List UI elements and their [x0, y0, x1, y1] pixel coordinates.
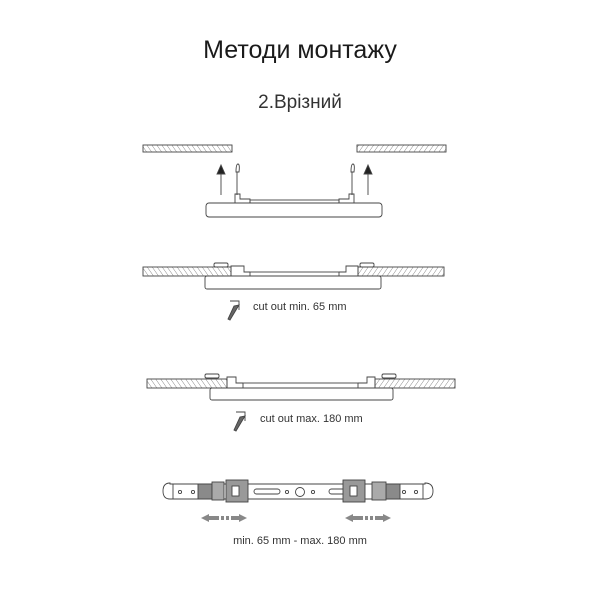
clip-base-right [338, 193, 355, 203]
double-arrow-icon [201, 514, 247, 522]
ceiling-right [356, 144, 447, 153]
cutout-max-label: cut out max. 180 mm [260, 413, 363, 425]
cutter-icon [227, 300, 240, 321]
step-1-diagram [142, 144, 447, 218]
adjustable-bracket [162, 479, 434, 503]
range-label: min. 65 mm - max. 180 mm [233, 535, 367, 547]
arrow-up-icon [363, 163, 373, 195]
clip-base-left [234, 193, 251, 203]
cutter-icon [233, 411, 246, 432]
spring-clip-right [350, 163, 355, 195]
page-subtitle: 2.Врізний [258, 92, 342, 113]
cutout-min-label: cut out min. 65 mm [253, 301, 347, 313]
slider-right [342, 479, 401, 503]
step-2-diagram [142, 262, 445, 290]
double-arrow-icon [345, 514, 391, 522]
arrow-up-icon [216, 163, 226, 195]
slider-left [197, 479, 249, 503]
spring-clip-left [235, 163, 240, 195]
panel [205, 202, 383, 218]
ceiling-left [142, 144, 233, 153]
step-3-diagram [146, 373, 456, 401]
page-title: Методи монтажу [203, 36, 397, 64]
